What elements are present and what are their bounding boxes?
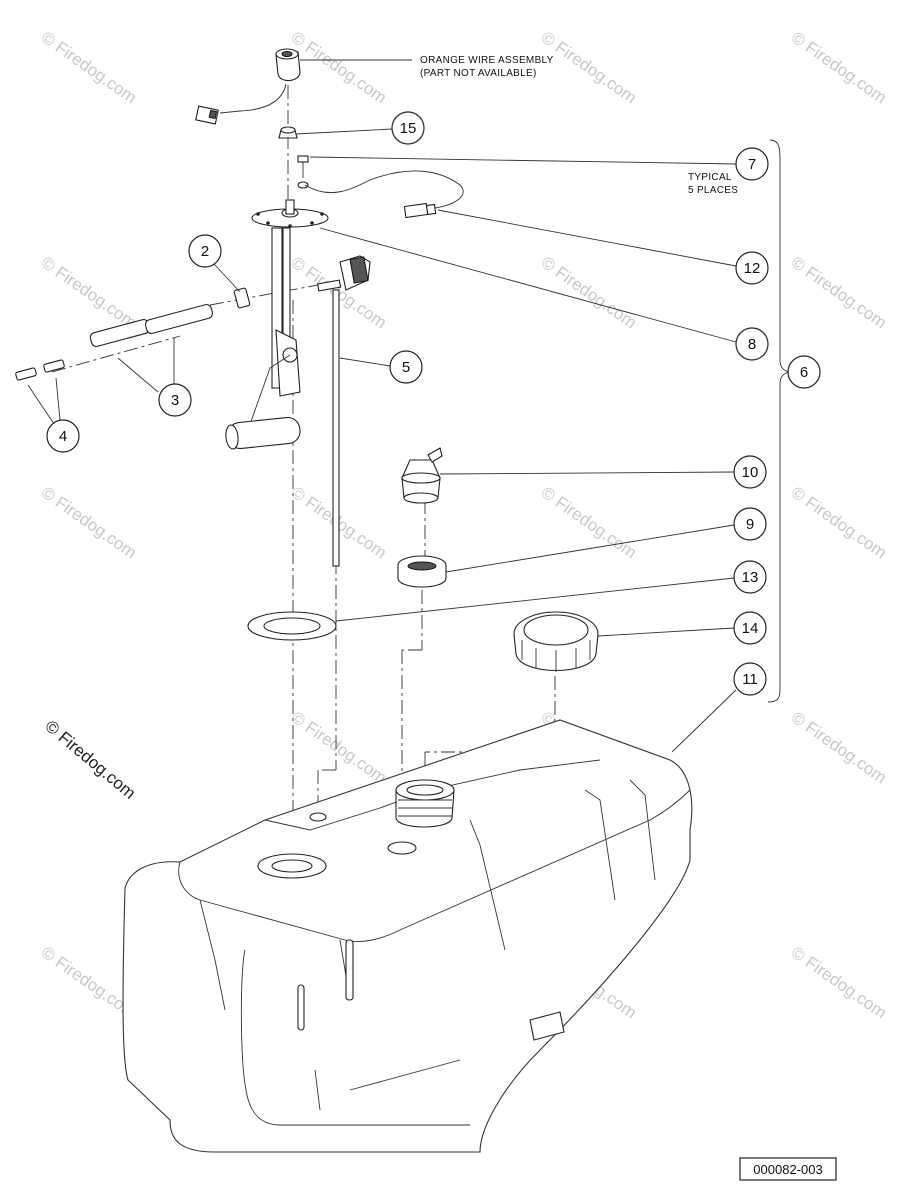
callout-8: 8 bbox=[735, 327, 769, 361]
callout-12: 12 bbox=[735, 251, 769, 285]
callout-number: 14 bbox=[742, 620, 759, 637]
callout-number: 15 bbox=[400, 120, 417, 137]
callout-number: 6 bbox=[800, 364, 808, 381]
fuel-cap-part-14 bbox=[513, 611, 599, 672]
callout-7: 7 bbox=[735, 147, 769, 181]
watermark: © Firedog.com bbox=[538, 253, 640, 333]
callout-number: 5 bbox=[402, 359, 410, 376]
note-typical: TYPICAL 5 PLACES bbox=[688, 172, 738, 196]
document-number-text: 000082-003 bbox=[753, 1162, 822, 1177]
callout-9: 9 bbox=[733, 507, 767, 541]
callout-number: 8 bbox=[748, 336, 756, 353]
note-orange-wire: ORANGE WIRE ASSEMBLY (PART NOT AVAILABLE… bbox=[420, 55, 554, 79]
watermark: © Firedog.com bbox=[538, 28, 640, 108]
callout-number: 12 bbox=[744, 260, 761, 277]
note-line: 5 PLACES bbox=[688, 185, 738, 196]
watermark: © Firedog.com bbox=[38, 28, 140, 108]
grommet-part-10 bbox=[401, 447, 443, 504]
callout-2: 2 bbox=[188, 234, 222, 268]
callout-number: 4 bbox=[59, 428, 67, 445]
assembly-centerlines bbox=[51, 85, 556, 860]
watermark: © Firedog.com bbox=[788, 483, 890, 563]
watermark: © Firedog.com bbox=[288, 708, 390, 788]
vent-tube-part-5 bbox=[317, 255, 371, 567]
watermark: © Firedog.com bbox=[788, 253, 890, 333]
callout-number: 3 bbox=[171, 392, 179, 409]
callout-number: 9 bbox=[746, 516, 754, 533]
watermark: © Firedog.com bbox=[538, 483, 640, 563]
watermark: © Firedog.com bbox=[38, 483, 140, 563]
nut-part-15 bbox=[278, 126, 298, 139]
fuel-sender-part-8 bbox=[225, 199, 329, 450]
callout-number: 7 bbox=[748, 156, 756, 173]
callout-14: 14 bbox=[733, 611, 767, 645]
seal-part-9 bbox=[397, 555, 447, 588]
clip-part-2 bbox=[233, 287, 251, 309]
copyright-notice: © Firedog.com bbox=[41, 717, 139, 803]
callout-15: 15 bbox=[391, 111, 425, 145]
filter-part-4 bbox=[15, 359, 65, 381]
orange-wire-assembly bbox=[195, 48, 301, 125]
callout-6: 6 bbox=[787, 355, 821, 389]
hose-part-3 bbox=[89, 304, 214, 347]
ground-wire-part-12 bbox=[304, 170, 464, 219]
note-line: TYPICAL bbox=[688, 172, 732, 183]
document-number: 000082-003 bbox=[739, 1157, 837, 1181]
callout-11: 11 bbox=[733, 662, 767, 696]
callout-number: 13 bbox=[742, 569, 759, 586]
callouts: 15 7 12 8 6 5 2 3 bbox=[46, 111, 821, 696]
watermark: © Firedog.com bbox=[788, 943, 890, 1023]
watermark: © Firedog.com bbox=[288, 28, 390, 108]
note-line: (PART NOT AVAILABLE) bbox=[420, 68, 537, 79]
watermark: © Firedog.com bbox=[38, 253, 140, 333]
callout-5: 5 bbox=[389, 350, 423, 384]
callout-13: 13 bbox=[733, 560, 767, 594]
callout-number: 10 bbox=[742, 464, 759, 481]
callout-3: 3 bbox=[158, 383, 192, 417]
callout-4: 4 bbox=[46, 419, 80, 453]
fuel-tank-part-11 bbox=[122, 719, 693, 1153]
leader-lines bbox=[27, 59, 790, 753]
callout-10: 10 bbox=[733, 455, 767, 489]
callout-number: 2 bbox=[201, 243, 209, 260]
watermark: © Firedog.com bbox=[788, 28, 890, 108]
gasket-part-13 bbox=[247, 611, 337, 641]
watermark: © Firedog.com bbox=[788, 708, 890, 788]
note-line: ORANGE WIRE ASSEMBLY bbox=[420, 55, 554, 66]
screw-part-7 bbox=[297, 155, 309, 189]
callout-number: 11 bbox=[742, 671, 758, 688]
